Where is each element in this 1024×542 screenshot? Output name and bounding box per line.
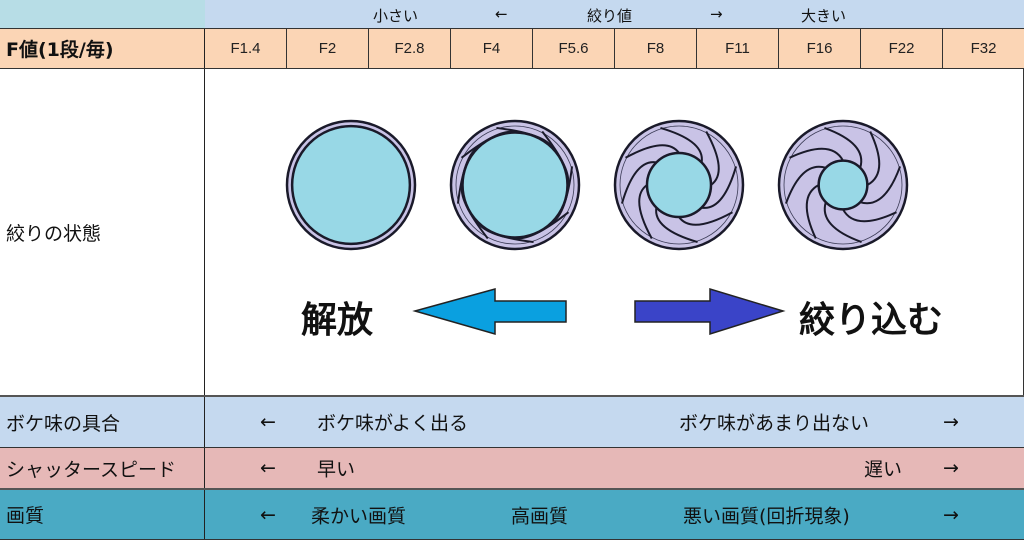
- image-quality-row: 画質 ← 柔かい画質 高画質 悪い画質(回折現象) →: [0, 490, 1024, 540]
- fstop-cell: F11: [697, 29, 779, 68]
- shutter-row-label: シャッタースピード: [0, 448, 205, 488]
- shutter-left-arrow: ←: [260, 457, 276, 479]
- bokeh-row: ボケ味の具合 ← ボケ味がよく出る ボケ味があまり出ない →: [0, 397, 1024, 448]
- aperture-blade: [655, 207, 698, 244]
- shutter-left-text: 早い: [317, 458, 356, 481]
- aperture-blade: [660, 126, 703, 163]
- fstop-cell: F22: [861, 29, 943, 68]
- aperture-fully-open: [285, 119, 417, 251]
- aperture-slightly-stopped: [449, 119, 581, 251]
- aperture-blade: [789, 147, 844, 162]
- bokeh-row-content: ← ボケ味がよく出る ボケ味があまり出ない →: [205, 397, 1024, 447]
- bokeh-left-text: ボケ味がよく出る: [317, 412, 469, 435]
- shutter-row-content: ← 早い 遅い →: [205, 448, 1024, 488]
- aperture-diagram: [285, 119, 909, 336]
- bokeh-right-text: ボケ味があまり出ない: [679, 412, 870, 435]
- open-direction-arrow: [412, 288, 567, 335]
- aperture-opening: [290, 124, 412, 246]
- quality-row-content: ← 柔かい画質 高画質 悪い画質(回折現象) →: [205, 490, 1024, 539]
- fstop-cell: F2.8: [369, 29, 451, 68]
- quality-right-text: 悪い画質(回折現象): [683, 505, 850, 527]
- aperture-blade: [638, 184, 653, 239]
- fstop-cell: F32: [970, 40, 997, 57]
- open-label: 解放: [301, 300, 374, 341]
- scale-large-label: 大きい: [801, 7, 847, 25]
- aperture-blade: [701, 166, 738, 209]
- stop-down-label: 絞り込む: [799, 300, 944, 341]
- diagram-row-label: 絞りの状態: [0, 69, 205, 395]
- bokeh-left-arrow: ←: [260, 411, 276, 433]
- aperture-mid-stopped: [613, 119, 745, 251]
- fstop-cell: F5.6: [533, 29, 615, 68]
- scale-left-arrow: ←: [495, 5, 508, 23]
- scale-small-label: 小さい: [373, 7, 419, 25]
- aperture-blade: [859, 166, 901, 205]
- bokeh-row-label: ボケ味の具合: [0, 397, 205, 447]
- aperture-blade: [625, 144, 680, 159]
- aperture-stopped-down: [777, 119, 909, 251]
- fstop-cell: F2: [287, 29, 369, 68]
- quality-left-arrow: ←: [260, 503, 276, 526]
- scale-header-blank: [0, 0, 205, 28]
- fstop-row-label: F値(1段/毎): [0, 29, 205, 68]
- aperture-inner-ring: [619, 125, 739, 245]
- aperture-opening: [645, 151, 713, 219]
- fstop-cell: F16: [779, 29, 861, 68]
- aperture-opening: [817, 159, 869, 211]
- fstop-cell: F4: [451, 29, 533, 68]
- shutter-right-text: 遅い: [864, 458, 903, 481]
- fstop-cell: F1.4: [205, 29, 287, 68]
- quality-center-text: 高画質: [511, 505, 569, 527]
- aperture-blade: [805, 184, 820, 239]
- scale-title: 絞り値: [587, 7, 633, 25]
- quality-row-label: 画質: [0, 490, 205, 539]
- aperture-blade: [678, 211, 733, 226]
- aperture-blade: [705, 131, 720, 186]
- bokeh-right-arrow: →: [943, 411, 959, 433]
- fstop-row: F値(1段/毎) F1.4 F2 F2.8 F4 F5.6 F8 F11 F16…: [0, 28, 1024, 69]
- aperture-opening: [461, 131, 569, 239]
- quality-left-text: 柔かい画質: [311, 505, 407, 527]
- shutter-speed-row: シャッタースピード ← 早い 遅い →: [0, 448, 1024, 490]
- fstop-values: F1.4 F2 F2.8 F4 F5.6 F8 F11 F16 F22 F32: [205, 29, 1024, 68]
- fstop-cell: F8: [615, 29, 697, 68]
- aperture-blade: [823, 201, 862, 243]
- aperture-blade: [824, 127, 863, 169]
- aperture-blade: [842, 208, 897, 223]
- aperture-blade: [866, 131, 881, 186]
- scale-right-arrow: →: [710, 5, 723, 23]
- aperture-inner-ring: [783, 125, 903, 245]
- quality-right-arrow: →: [943, 503, 959, 526]
- aperture-diagram-row: 絞りの状態 解放 絞り込む: [0, 69, 1024, 397]
- aperture-blade: [620, 161, 657, 204]
- aperture-blade: [785, 165, 827, 204]
- aperture-scale-header: 小さい ← 絞り値 → 大きい: [0, 0, 1024, 28]
- aperture-inner-ring: [455, 125, 575, 245]
- stop-down-direction-arrow: [634, 287, 786, 336]
- diagram-area: 解放 絞り込む: [205, 69, 1024, 395]
- shutter-right-arrow: →: [943, 457, 959, 479]
- scale-header-content: 小さい ← 絞り値 → 大きい: [205, 0, 1024, 28]
